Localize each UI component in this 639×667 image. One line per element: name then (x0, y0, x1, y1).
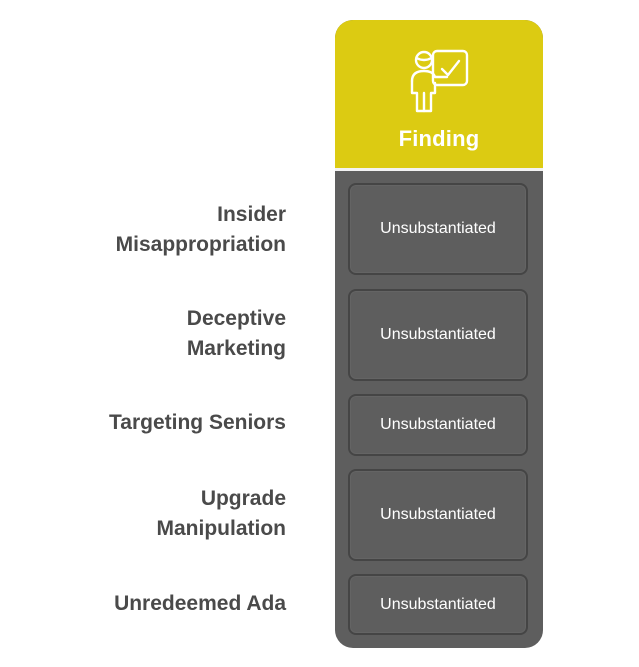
finding-cell-upgrade-manipulation: Unsubstantiated (348, 469, 528, 561)
row-label-line: Insider (217, 203, 286, 226)
finding-cell-unredeemed-ada: Unsubstantiated (348, 574, 528, 635)
row-label-line: Marketing (186, 337, 286, 360)
row-label-line: Manipulation (156, 517, 287, 540)
row-label-targeting-seniors: Targeting Seniors (109, 408, 286, 438)
row-label-deceptive-marketing: Deceptive Marketing (187, 304, 286, 364)
row-label-insider-misappropriation: Insider Misappropriation (116, 200, 286, 260)
finding-cell-deceptive-marketing: Unsubstantiated (348, 289, 528, 381)
row-label-line: Targeting Seniors (109, 411, 286, 434)
row-label-line: Misappropriation (115, 233, 286, 256)
row-label-line: Deceptive (186, 307, 286, 330)
column-title: Finding (398, 126, 480, 151)
finding-cell-targeting-seniors: Unsubstantiated (348, 394, 528, 456)
row-label-upgrade-manipulation: Upgrade Manipulation (157, 484, 287, 544)
finding-column-header: Finding (335, 20, 543, 171)
presenter-with-checkmark-board-icon (410, 49, 469, 113)
row-label-unredeemed-ada: Unredeemed Ada (114, 589, 286, 619)
finding-cell-insider-misappropriation: Unsubstantiated (348, 183, 528, 275)
row-label-line: Unredeemed Ada (114, 592, 286, 615)
finding-column: Finding Unsubstantiated Unsubstantiated … (335, 20, 543, 648)
row-label-line: Upgrade (200, 487, 286, 510)
